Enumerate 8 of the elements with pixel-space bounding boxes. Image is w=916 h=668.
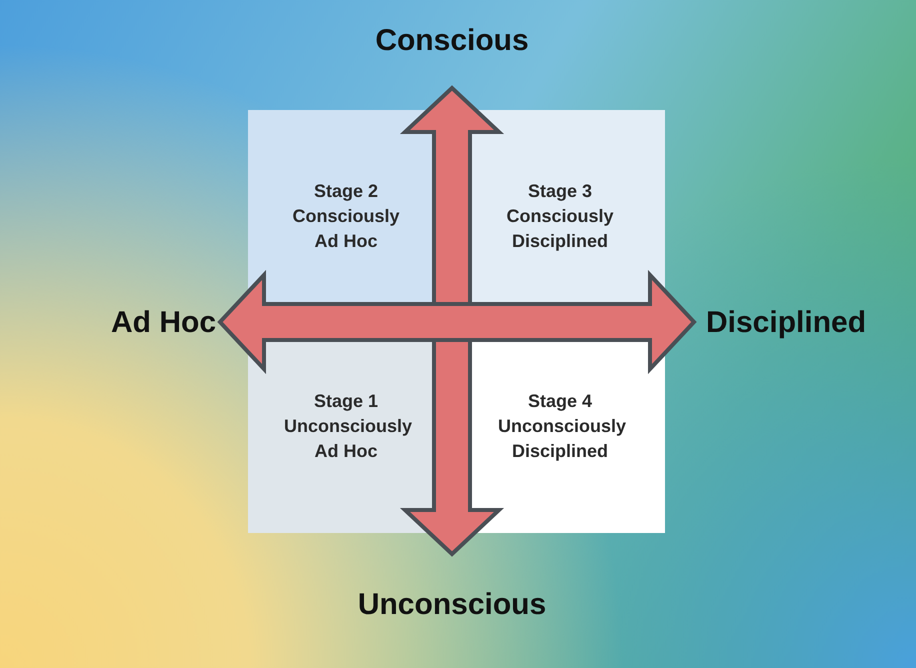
stage-text: Stage 2 Consciously Ad Hoc <box>291 180 401 252</box>
axis-label: Unconscious <box>312 554 592 620</box>
stage-text: Stage 3 Consciously Disciplined <box>505 180 615 253</box>
axis-label: Conscious <box>332 26 572 88</box>
double-arrow <box>217 270 697 374</box>
double-arrow <box>400 85 504 557</box>
axis-label: Ad Hoc <box>50 302 220 344</box>
axis-label: Disciplined <box>694 302 904 344</box>
